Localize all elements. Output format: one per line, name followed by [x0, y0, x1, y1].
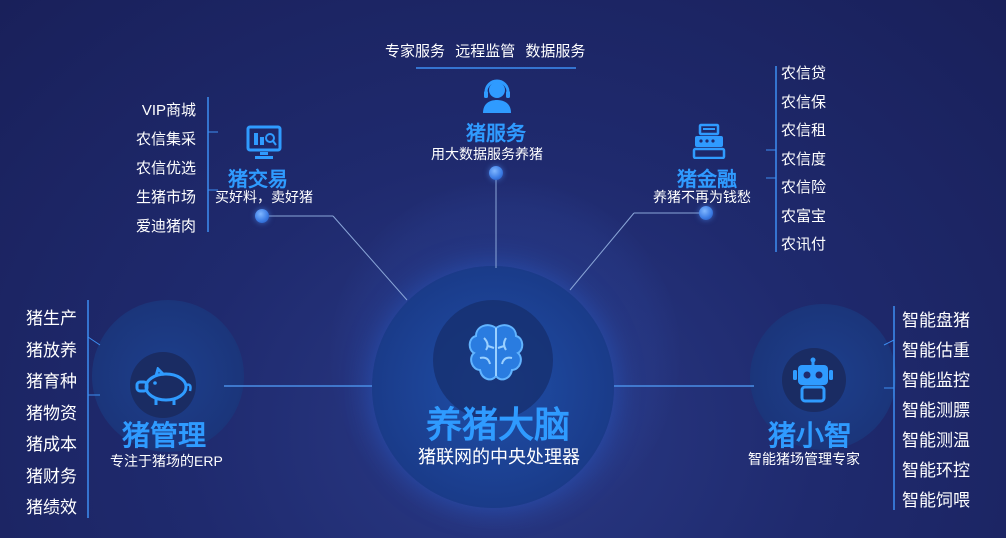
service-title: 猪服务: [466, 123, 526, 145]
center-subtitle: 猪联网的中央处理器: [418, 447, 580, 467]
brain-icon: [468, 324, 524, 381]
service-subtitle: 用大数据服务养猪: [431, 146, 543, 162]
list-item: 智能饲喂: [902, 491, 970, 510]
robot-icon: [793, 357, 833, 403]
pig-icon: [135, 367, 192, 405]
list-item: 农信优选: [135, 160, 196, 177]
list-item: 农信贷: [781, 65, 827, 82]
list-item: 农富宝: [781, 207, 827, 225]
list-item: 农信租: [781, 122, 827, 139]
trade-title: 猪交易: [228, 169, 288, 191]
management-item-list: 猪生产 猪放养 猪育种 猪物资 猪成本 猪财务 猪绩效: [26, 303, 77, 524]
finance-item-list: 农信贷 农信保 农信租 农信度 农信险 农富宝 农讯付: [781, 60, 826, 260]
list-item: 智能监控: [902, 371, 970, 390]
cashier-icon: [692, 123, 726, 159]
service-top-item: 专家服务: [385, 43, 446, 60]
trade-node-dot: [255, 209, 269, 223]
management-subtitle: 专注于猪场的ERP: [110, 453, 223, 469]
trade-subtitle: 买好料，卖好猪: [215, 189, 313, 205]
list-item: 农信保: [781, 93, 827, 111]
support-agent-icon: [483, 79, 511, 113]
list-item: 农信集采: [135, 131, 196, 148]
finance-node-dot: [699, 206, 713, 220]
list-item: VIP商城: [141, 102, 196, 119]
monitor-chart-icon: [246, 125, 282, 159]
smart-item-list: 智能盘猪 智能估重 智能监控 智能测膘 智能测温 智能环控 智能饲喂: [902, 306, 970, 516]
list-item: 智能测温: [902, 431, 970, 450]
finance-title: 猪金融: [677, 169, 737, 191]
list-item: 农讯付: [781, 236, 827, 253]
smart-subtitle: 智能猪场管理专家: [748, 451, 860, 467]
list-item: 智能环控: [902, 461, 970, 480]
center-title: 养猪大脑: [426, 404, 571, 445]
list-item: 猪财务: [26, 466, 77, 486]
service-top-item: 远程监管: [455, 43, 516, 60]
list-item: 智能盘猪: [902, 311, 970, 330]
list-item: 农信度: [781, 150, 827, 168]
list-item: 猪育种: [26, 372, 77, 391]
list-item: 农信险: [781, 179, 827, 196]
list-item: 猪生产: [26, 309, 77, 328]
service-node-dot: [489, 166, 503, 180]
list-item: 智能估重: [902, 341, 970, 360]
finance-subtitle: 养猪不再为钱愁: [653, 189, 751, 205]
list-item: 智能测膘: [902, 401, 970, 420]
list-item: 猪绩效: [26, 498, 77, 517]
smart-title: 猪小智: [768, 420, 853, 451]
list-item: 猪物资: [26, 403, 77, 423]
management-title: 猪管理: [122, 420, 207, 451]
trade-item-list: VIP商城 农信集采 农信优选 生猪市场 爱迪猪肉: [130, 96, 196, 241]
list-item: 猪放养: [26, 340, 77, 360]
list-item: 生猪市场: [135, 189, 196, 206]
list-item: 猪成本: [26, 435, 77, 454]
service-top-item: 数据服务: [525, 43, 586, 60]
list-item: 爱迪猪肉: [135, 218, 196, 235]
service-top-items: 专家服务 远程监管 数据服务: [385, 40, 585, 61]
